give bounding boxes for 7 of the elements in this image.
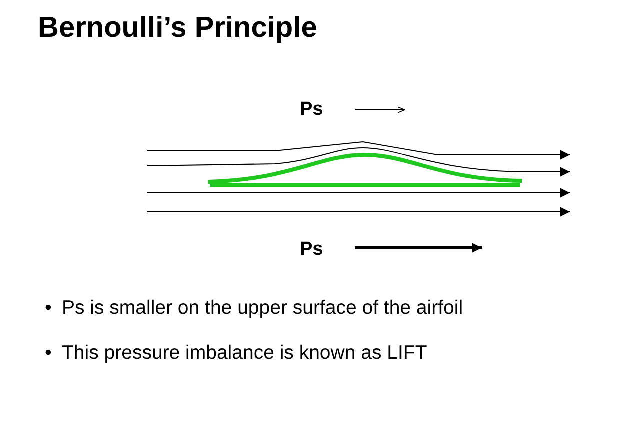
bullet-point: Ps is smaller on the upper surface of the airfoil bbox=[62, 296, 464, 320]
bullet-marker: • bbox=[45, 296, 52, 320]
title: Bernoulli’s Principle bbox=[38, 12, 318, 45]
pressure-label: Ps bbox=[300, 239, 324, 261]
bullet-marker: • bbox=[45, 341, 52, 365]
pressure-label: Ps bbox=[300, 99, 324, 121]
bullet-point: This pressure imbalance is known as LIFT bbox=[62, 341, 428, 365]
